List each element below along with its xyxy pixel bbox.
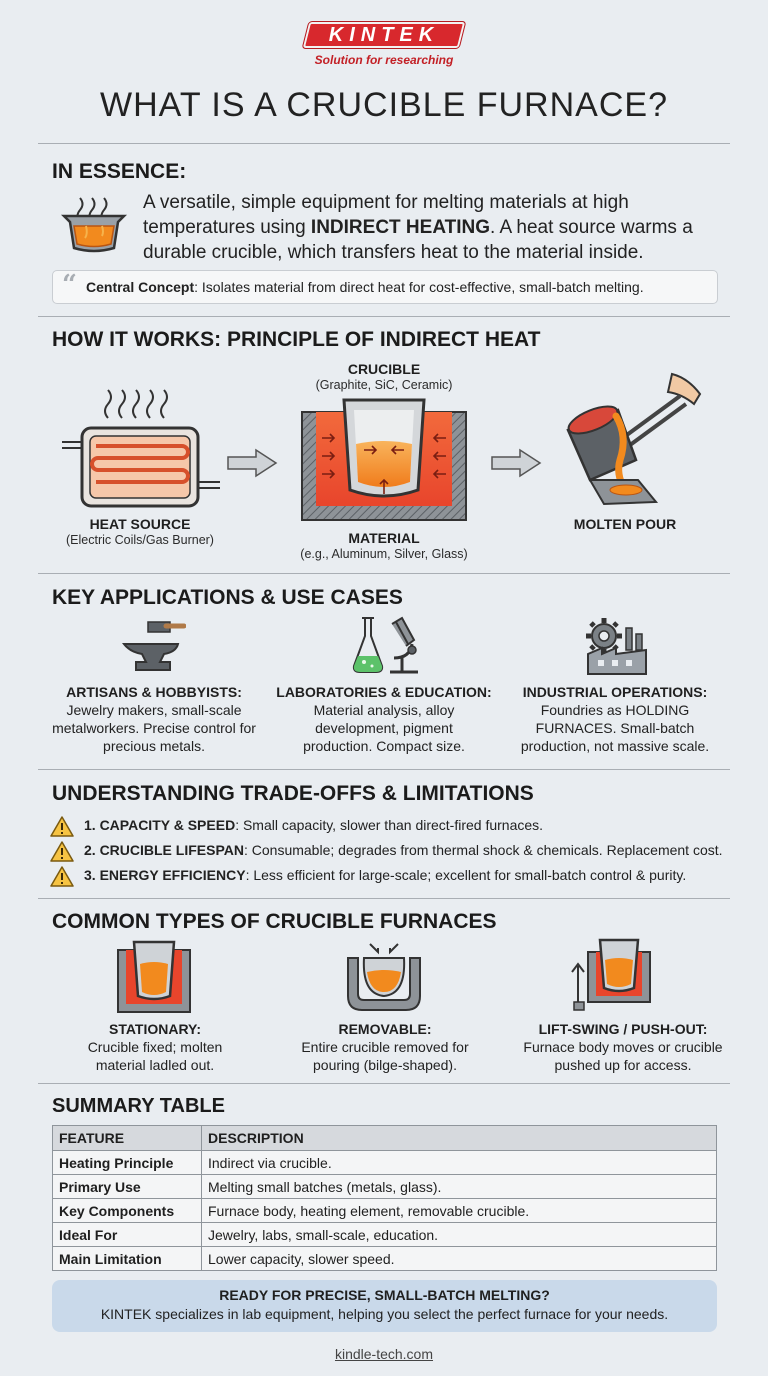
lift-swing-furnace-icon (571, 938, 651, 1011)
type-title-removable: REMOVABLE: (338, 1021, 432, 1037)
divider (38, 769, 730, 770)
lab-flask-microscope-icon (352, 616, 418, 674)
brand-tagline: Solution for researching (314, 53, 454, 67)
limitation-energy: 3. ENERGY EFFICIENCY: Less efficient for… (84, 867, 687, 883)
molten-pour-icon (566, 372, 702, 506)
applications-heading: KEY APPLICATIONS & USE CASES (52, 586, 403, 609)
application-title-industrial: INDUSTRIAL OPERATIONS: (522, 684, 708, 700)
anvil-hammer-icon (122, 621, 186, 671)
description-cell: Indirect via crucible. (201, 1150, 717, 1175)
application-title-artisans: ARTISANS & HOBBYISTS: (66, 684, 242, 700)
type-desc-removable: Entire crucible removed for pouring (bil… (301, 1039, 469, 1073)
arrow-right-icon (491, 448, 542, 478)
warning-icon (50, 866, 74, 887)
summary-heading: SUMMARY TABLE (52, 1095, 225, 1117)
application-desc-labs: Material analysis, alloy development, pi… (303, 702, 465, 754)
molten-pour-label: MOLTEN POUR (573, 516, 677, 532)
feature-cell: Key Components (52, 1198, 202, 1223)
table-header-row: FEATURE DESCRIPTION (52, 1125, 717, 1151)
central-concept-box (52, 270, 718, 304)
quote-icon: “ (62, 270, 77, 300)
cta-banner[interactable] (52, 1280, 717, 1332)
warning-icon (50, 841, 74, 862)
limitation-capacity: 1. CAPACITY & SPEED: Small capacity, slo… (84, 817, 544, 833)
crucible-sub: (Graphite, SiC, Ceramic) (315, 378, 453, 392)
type-desc-lift-swing: Furnace body moves or crucible pushed up… (523, 1039, 723, 1073)
crucible-label: CRUCIBLE (347, 361, 421, 377)
divider (38, 1083, 730, 1084)
brand-logo: KINTEK (328, 24, 440, 46)
feature-cell: Primary Use (52, 1174, 202, 1199)
application-title-labs: LABORATORIES & EDUCATION: (276, 684, 492, 700)
page-title: WHAT IS A CRUCIBLE FURNACE? (100, 86, 668, 124)
column-header: FEATURE (52, 1125, 202, 1151)
feature-cell: Ideal For (52, 1222, 202, 1247)
material-label: MATERIAL (348, 530, 420, 546)
crucible-diagram (301, 398, 467, 521)
divider (38, 898, 730, 899)
cta-text: KINTEK specializes in lab equipment, hel… (100, 1306, 669, 1322)
column-header: DESCRIPTION (201, 1125, 717, 1151)
material-sub: (e.g., Aluminum, Silver, Glass) (300, 547, 468, 561)
cta-title: READY FOR PRECISE, SMALL-BATCH MELTING? (219, 1287, 550, 1303)
removable-crucible-icon (347, 943, 421, 1011)
melting-pot-icon (60, 197, 128, 253)
feature-cell: Main Limitation (52, 1246, 202, 1271)
divider (38, 316, 730, 317)
stationary-furnace-icon (117, 940, 191, 1013)
heat-source-label: HEAT SOURCE (89, 516, 191, 532)
types-heading: COMMON TYPES OF CRUCIBLE FURNACES (52, 910, 497, 933)
essence-heading: IN ESSENCE: (52, 160, 187, 183)
warning-icon (50, 816, 74, 837)
essence-description: A versatile, simple equipment for meltin… (143, 192, 693, 263)
limitation-lifespan: 2. CRUCIBLE LIFESPAN: Consumable; degrad… (84, 842, 723, 858)
divider (38, 573, 730, 574)
footer-link[interactable]: kindle-tech.com (334, 1346, 434, 1362)
heat-source-icon (62, 389, 220, 508)
arrow-right-icon (227, 448, 278, 478)
limitations-heading: UNDERSTANDING TRADE-OFFS & LIMITATIONS (52, 782, 534, 805)
heat-source-sub: (Electric Coils/Gas Burner) (66, 533, 214, 547)
application-desc-industrial: Foundries as HOLDING FURNACES. Small-bat… (520, 702, 710, 754)
divider (38, 143, 730, 144)
application-desc-artisans: Jewelry makers, small-scale metalworkers… (52, 702, 256, 754)
central-concept: Central Concept: Isolates material from … (86, 279, 644, 295)
factory-gear-icon (586, 618, 647, 675)
feature-cell: Heating Principle (52, 1150, 202, 1175)
description-cell: Melting small batches (metals, glass). (201, 1174, 717, 1199)
description-cell: Lower capacity, slower speed. (201, 1246, 717, 1271)
how-heading: HOW IT WORKS: PRINCIPLE OF INDIRECT HEAT (52, 328, 541, 351)
type-desc-stationary: Crucible fixed; molten material ladled o… (87, 1039, 223, 1073)
description-cell: Furnace body, heating element, removable… (201, 1198, 717, 1223)
type-title-stationary: STATIONARY: (108, 1021, 202, 1037)
type-title-lift-swing: LIFT-SWING / PUSH-OUT: (538, 1021, 708, 1037)
description-cell: Jewelry, labs, small-scale, education. (201, 1222, 717, 1247)
